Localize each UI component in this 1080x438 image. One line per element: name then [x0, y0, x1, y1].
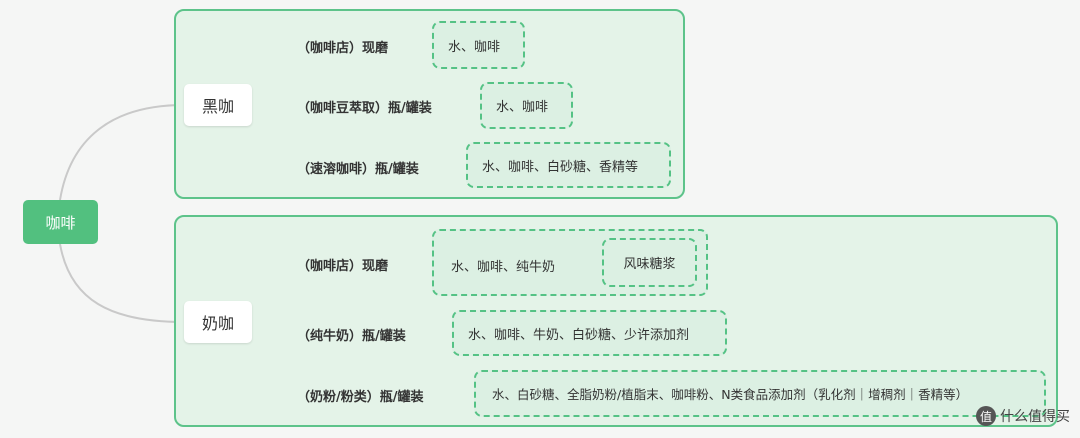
ingredients-text: 水、咖啡、纯牛奶 — [451, 260, 556, 275]
item-label[interactable]: （咖啡豆萃取）瓶/罐装 — [297, 101, 432, 116]
item-label[interactable]: （速溶咖啡）瓶/罐装 — [297, 162, 419, 177]
watermark-logo-icon: 值 — [976, 406, 996, 426]
ingredients-box[interactable]: 水、咖啡、牛奶、白砂糖、少许添加剂 — [452, 310, 727, 356]
ingredients-box[interactable]: 水、白砂糖、全脂奶粉/植脂末、咖啡粉、N类食品添加剂（乳化剂｜增稠剂｜香精等） — [474, 370, 1046, 417]
ingredients-box[interactable]: 水、咖啡 — [432, 21, 525, 69]
item-label[interactable]: （纯牛奶）瓶/罐装 — [297, 329, 406, 344]
watermark: 值 什么值得买 — [976, 406, 1070, 426]
category-black-coffee[interactable]: 黑咖 — [184, 84, 252, 126]
root-node[interactable]: 咖啡 — [23, 200, 98, 244]
root-to-black-connector — [59, 104, 185, 201]
item-label[interactable]: （奶粉/粉类）瓶/罐装 — [297, 390, 424, 405]
item-label[interactable]: （咖啡店）现磨 — [297, 259, 389, 274]
ingredients-box[interactable]: 水、咖啡、白砂糖、香精等 — [466, 142, 671, 188]
watermark-text: 什么值得买 — [1000, 409, 1070, 425]
extra-ingredient-box[interactable]: 风味糖浆 — [602, 238, 697, 287]
item-label[interactable]: （咖啡店）现磨 — [297, 41, 389, 56]
root-to-milk-connector — [59, 243, 185, 323]
ingredients-box[interactable]: 水、咖啡 — [480, 82, 573, 129]
category-milk-coffee[interactable]: 奶咖 — [184, 301, 252, 343]
